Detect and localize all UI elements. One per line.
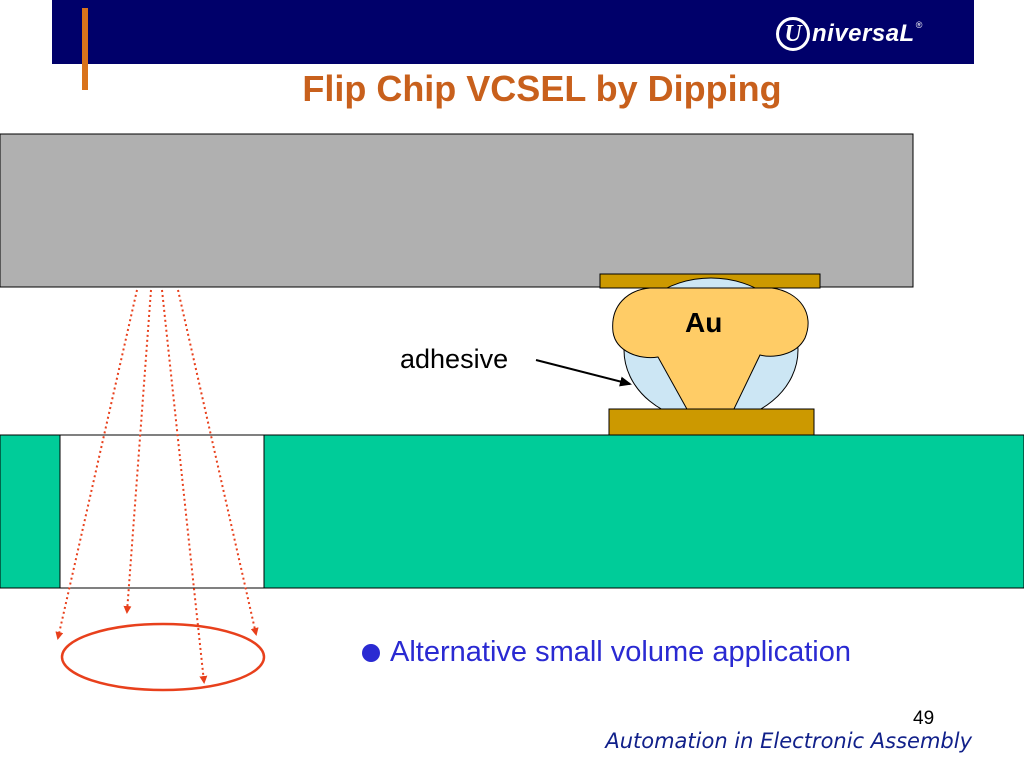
logo-registered-mark: ® (915, 20, 923, 30)
vcsel-chip (0, 133, 914, 288)
logo-text: niversaL (812, 20, 915, 47)
au-label: Au (685, 307, 723, 338)
bullet-dot-icon (362, 643, 380, 662)
bullet-point: Alternative small volume application (362, 636, 851, 669)
header-bar (52, 0, 974, 64)
footer-tagline: Automation in Electronic Assembly (605, 729, 972, 753)
universal-logo: U niversaL ® (776, 10, 922, 58)
adhesive-label: adhesive (400, 344, 509, 374)
light-ray (177, 289, 259, 636)
slide-title: Flip Chip VCSEL by Dipping (302, 68, 782, 109)
light-ray (161, 289, 208, 684)
logo-mark-icon: U (776, 17, 810, 51)
beam-spot-ellipse (60, 622, 266, 692)
page-number: 49 (913, 708, 935, 729)
substrate-window (59, 434, 265, 589)
bullet-text: Alternative small volume application (390, 636, 851, 668)
light-ray (123, 289, 152, 614)
accent-line (82, 8, 88, 90)
substrate-pad (608, 408, 815, 436)
adhesive-callout-arrow (535, 359, 632, 387)
